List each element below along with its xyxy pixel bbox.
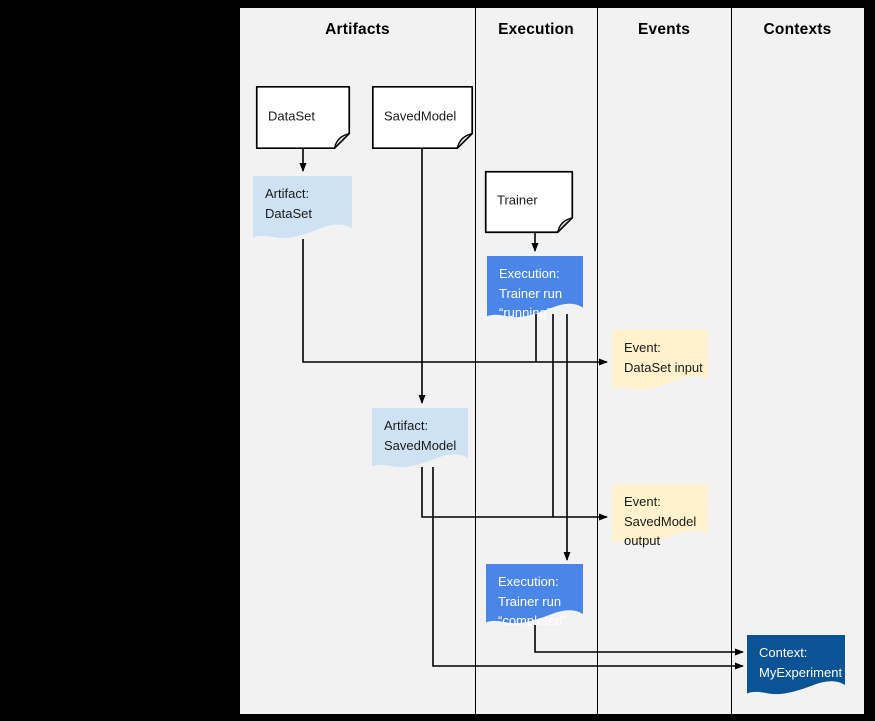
- node-context-myexperiment: Context: MyExperiment: [747, 635, 845, 696]
- note-shape: [256, 86, 350, 149]
- node-label: Artifact: DataSet: [265, 186, 312, 221]
- lane-header-artifacts: Artifacts: [325, 21, 390, 38]
- lane-header-execution: Execution: [498, 21, 574, 38]
- node-savedmodel: SavedModel: [372, 86, 473, 149]
- node-dataset: DataSet: [256, 86, 350, 149]
- node-event-dataset-input: Event: DataSet input: [612, 330, 708, 391]
- node-label: Trainer: [497, 192, 538, 208]
- lane-divider: [475, 8, 476, 714]
- document-shape: [612, 484, 708, 544]
- document-shape: [612, 330, 708, 390]
- lane-divider: [597, 8, 598, 714]
- document-shape: [372, 408, 468, 468]
- node-label: Event: DataSet input: [624, 340, 703, 375]
- node-trainer: Trainer: [485, 171, 573, 233]
- node-execution-completed: Execution: Trainer run “completed”: [486, 564, 583, 628]
- node-label: Context: MyExperiment: [759, 645, 843, 680]
- node-artifact-dataset: Artifact: DataSet: [253, 176, 352, 240]
- node-label: Execution: Trainer run “running”: [499, 266, 563, 320]
- node-label: SavedModel: [384, 108, 457, 124]
- node-label: DataSet: [268, 108, 315, 124]
- document-shape: [486, 564, 583, 624]
- diagram-canvas: Artifacts Execution Events Contexts: [240, 8, 864, 714]
- note-shape: [372, 86, 473, 149]
- lane-divider: [731, 8, 732, 714]
- document-shape: [747, 635, 845, 695]
- node-event-savedmodel-output: Event: SavedModel output: [612, 484, 708, 548]
- lane-header-events: Events: [637, 21, 691, 38]
- node-artifact-savedmodel: Artifact: SavedModel: [372, 408, 468, 469]
- document-shape: [253, 176, 352, 239]
- document-shape: [487, 256, 583, 318]
- lane-header-contexts: Contexts: [763, 21, 832, 38]
- node-label: Artifact: SavedModel: [384, 418, 457, 453]
- node-label: Execution: Trainer run “completed”: [498, 574, 567, 628]
- node-label: Event: SavedModel output: [624, 494, 697, 548]
- note-shape: [485, 171, 573, 233]
- node-execution-running: Execution: Trainer run “running”: [487, 256, 583, 320]
